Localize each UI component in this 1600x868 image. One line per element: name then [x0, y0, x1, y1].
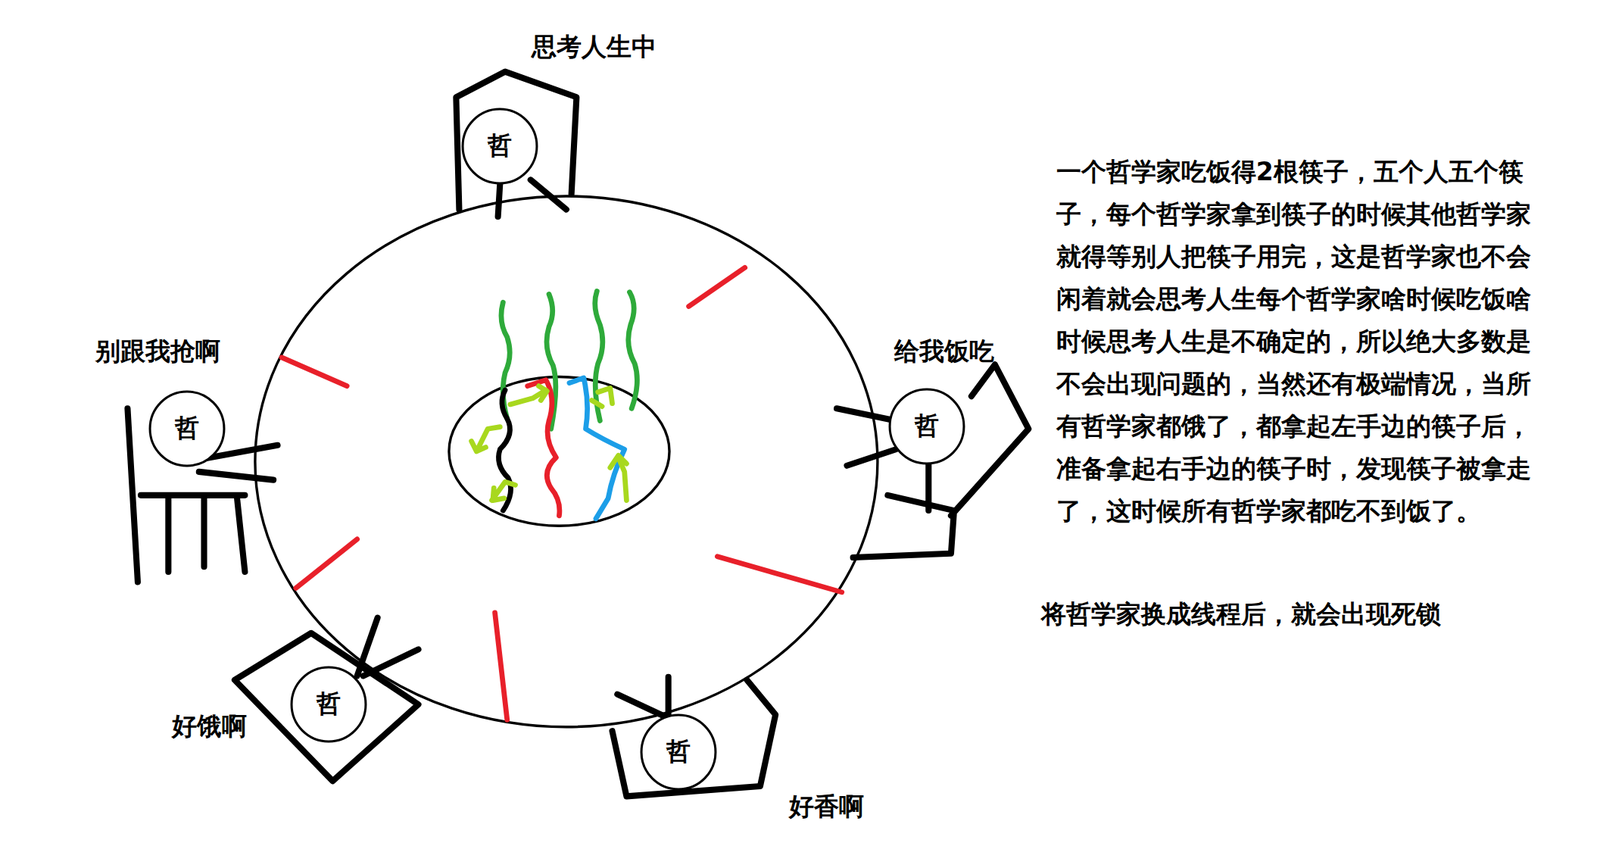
conclusion-note: 将哲学家换成线程后，就会出现死锁: [1041, 592, 1441, 636]
noodles-stroke: [610, 455, 627, 500]
philosopher-circle: 哲: [639, 713, 718, 791]
table-stroke: [255, 196, 878, 727]
circle-outline: [889, 389, 964, 464]
chair-stroke: [127, 408, 245, 582]
chopstick-stroke: [281, 357, 347, 387]
chair-stroke: [612, 676, 777, 797]
circle-outline: [291, 667, 366, 742]
noodles: [471, 290, 638, 519]
philosopher-circle: 哲: [461, 107, 539, 185]
noodles-stroke: [510, 386, 548, 405]
chopstick-stroke: [296, 539, 358, 589]
chair: [127, 71, 1029, 797]
chopstick-stroke: [495, 612, 508, 720]
status-caption: 好香啊: [789, 789, 864, 824]
chair-stroke: [357, 617, 419, 677]
chopstick-stroke: [717, 556, 842, 593]
status-caption: 别跟我抢啊: [95, 333, 221, 369]
status-caption: 好饿啊: [171, 709, 247, 744]
circle-outline: [149, 391, 225, 466]
circle-outline: [641, 714, 716, 790]
chopstick: [281, 267, 843, 720]
philosopher-label: 哲: [666, 735, 691, 769]
philosopher-label: 哲: [914, 409, 939, 443]
chair-stroke: [234, 633, 419, 781]
philosopher-circle: 哲: [148, 389, 226, 468]
chair-stroke: [455, 71, 577, 210]
status-caption: 给我饭吃: [894, 333, 995, 369]
noodles-stroke: [569, 377, 625, 519]
philosopher-label: 哲: [174, 411, 200, 446]
chair-stroke: [498, 179, 567, 217]
philosopher-label: 哲: [316, 687, 341, 721]
table: [255, 196, 878, 727]
noodles-stroke: [471, 427, 501, 452]
philosopher-circle: 哲: [888, 387, 966, 465]
circle-outline: [462, 109, 537, 184]
noodles-stroke: [628, 292, 638, 409]
chair-stroke: [836, 408, 896, 465]
explanation-note: 一个哲学家吃饭得2根筷子，五个人五个筷子，每个哲学家拿到筷子的时候其他哲学家就得…: [1056, 150, 1538, 533]
noodles-stroke: [592, 387, 613, 406]
status-caption: 思考人生中: [531, 29, 657, 64]
noodles-stroke: [492, 481, 516, 500]
chopstick-stroke: [689, 267, 746, 306]
philosopher-circle: 哲: [290, 665, 368, 743]
chair-stroke: [853, 364, 1030, 558]
philosopher-label: 哲: [487, 129, 512, 163]
